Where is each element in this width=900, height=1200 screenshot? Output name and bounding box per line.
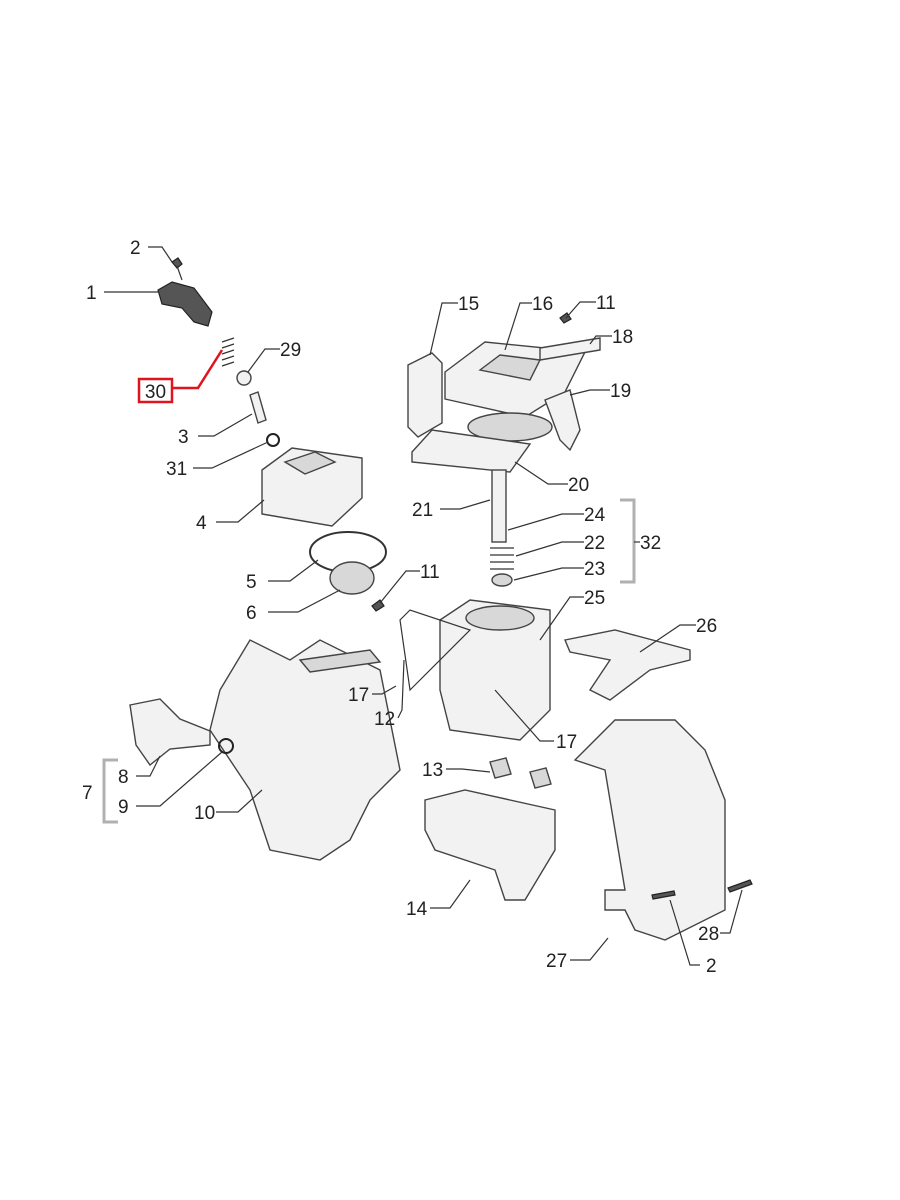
part-label-9[interactable]: 9 <box>118 797 129 818</box>
part-label-8[interactable]: 8 <box>118 767 129 788</box>
part-shapes <box>129 257 753 941</box>
part-label-14[interactable]: 14 <box>406 899 428 920</box>
part-label-21[interactable]: 21 <box>412 500 433 521</box>
part-label-27[interactable]: 27 <box>546 951 567 972</box>
part-label-6[interactable]: 6 <box>246 603 257 624</box>
part-label-3[interactable]: 3 <box>178 427 189 448</box>
part-label-18[interactable]: 18 <box>612 327 633 348</box>
part-label-11b[interactable]: 11 <box>596 293 616 314</box>
part-label-23[interactable]: 23 <box>584 559 605 580</box>
part-label-11[interactable]: 11 <box>420 562 440 583</box>
part-label-1[interactable]: 1 <box>86 283 97 304</box>
part-label-2b[interactable]: 2 <box>706 956 717 977</box>
part-label-2[interactable]: 2 <box>130 238 141 259</box>
part-label-20[interactable]: 20 <box>568 475 589 496</box>
part-label-17b[interactable]: 17 <box>556 732 577 753</box>
part-label-26[interactable]: 26 <box>696 616 717 637</box>
part-label-30[interactable]: 30 <box>145 382 166 403</box>
part-label-13[interactable]: 13 <box>422 760 443 781</box>
part-label-32[interactable]: 32 <box>640 533 661 554</box>
part-label-24[interactable]: 24 <box>584 505 606 526</box>
part-label-29[interactable]: 29 <box>280 340 301 361</box>
spring-part-30 <box>221 337 235 367</box>
part-label-31[interactable]: 31 <box>166 459 187 480</box>
part-label-7[interactable]: 7 <box>82 783 93 804</box>
part-label-4[interactable]: 4 <box>196 513 207 534</box>
leader-lines <box>102 246 743 966</box>
part-label-25[interactable]: 25 <box>584 588 605 609</box>
part-label-10[interactable]: 10 <box>194 803 215 824</box>
part-label-17[interactable]: 17 <box>348 685 369 706</box>
part-label-16[interactable]: 16 <box>532 294 553 315</box>
part-label-12[interactable]: 12 <box>374 709 395 730</box>
part-label-5[interactable]: 5 <box>246 572 257 593</box>
highlight-box-30 <box>137 377 174 404</box>
part-labels: 2 1 29 3 31 4 5 6 11 15 16 11 18 19 20 2… <box>82 238 719 977</box>
part-label-19[interactable]: 19 <box>610 381 631 402</box>
part-label-22[interactable]: 22 <box>584 533 605 554</box>
part-label-28[interactable]: 28 <box>698 924 719 945</box>
part-label-15[interactable]: 15 <box>458 294 479 315</box>
